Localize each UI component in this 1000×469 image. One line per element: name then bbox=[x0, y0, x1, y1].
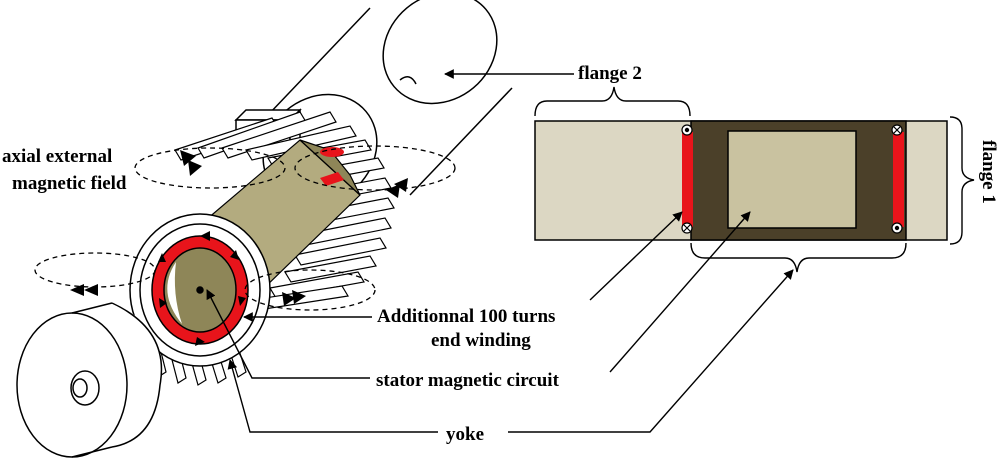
label-winding-line1: Additionnal 100 turns bbox=[377, 306, 555, 327]
label-yoke: yoke bbox=[446, 424, 484, 445]
label-flange-2: flange 2 bbox=[578, 63, 642, 84]
label-flange-1: flange 1 bbox=[978, 140, 999, 204]
rear-winding-red bbox=[320, 147, 344, 157]
leader-lines bbox=[206, 69, 794, 433]
winding-current-arrows bbox=[158, 231, 246, 346]
label-stator: stator magnetic circuit bbox=[376, 370, 560, 391]
yoke-brace bbox=[690, 242, 907, 273]
winding-right bbox=[893, 132, 904, 227]
stator-section bbox=[727, 130, 857, 229]
label-winding-line2: end winding bbox=[431, 330, 531, 351]
label-axial-line1: axial external bbox=[2, 146, 112, 167]
flange-1-disc bbox=[16, 300, 163, 458]
braces bbox=[534, 86, 975, 273]
axial-field-arrows bbox=[70, 150, 408, 306]
conductor-markers bbox=[681, 124, 903, 234]
label-axial-line2: magnetic field bbox=[12, 173, 127, 194]
flange-1-brace bbox=[949, 116, 975, 245]
winding-left bbox=[682, 132, 693, 227]
flange-2-brace bbox=[534, 86, 691, 117]
